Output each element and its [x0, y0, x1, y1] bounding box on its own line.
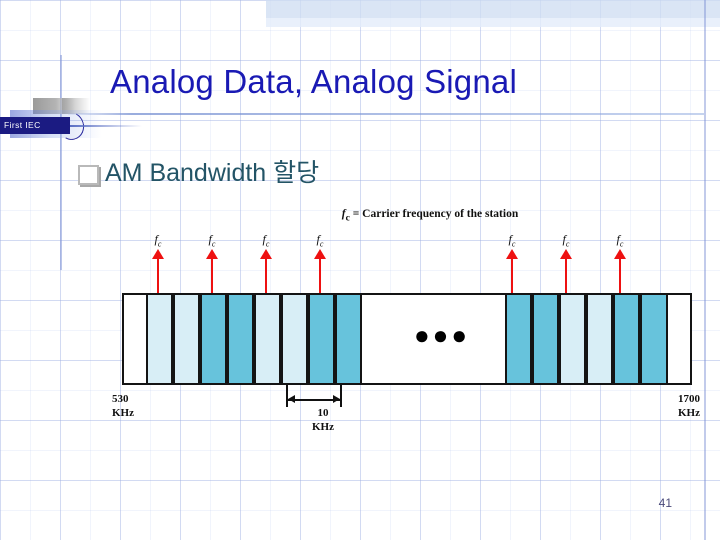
left-vertical-rule [60, 55, 62, 270]
carrier-frequency-label: fc [509, 232, 516, 248]
left-frequency-label: 530 KHz [112, 392, 182, 420]
carrier-symbol: f [616, 232, 620, 246]
frequency-band [200, 295, 227, 383]
carrier-frequency-label: fc [317, 232, 324, 248]
frequency-band [173, 295, 200, 383]
page-number: 41 [658, 496, 672, 510]
carrier-subscript: c [265, 239, 270, 249]
frequency-band [559, 295, 586, 383]
bullet-label: AM Bandwidth 할당 [105, 159, 320, 187]
right-vertical-rule [704, 0, 706, 540]
left-frequency-value: 530 [112, 393, 129, 405]
frequency-band [281, 295, 308, 383]
figure-caption: fc = Carrier frequency of the station [280, 208, 580, 223]
carrier-subscript: c [157, 239, 162, 249]
dimension-tick-right [340, 385, 342, 407]
carrier-subscript: c [619, 239, 624, 249]
frequency-band [613, 295, 640, 383]
carrier-subscript: c [511, 239, 516, 249]
carrier-frequency-label: fc [563, 232, 570, 248]
bullet-item: AM Bandwidth 할당 [78, 158, 319, 188]
carrier-arrow-icon [206, 249, 218, 295]
square-bullet-icon [78, 164, 99, 185]
carrier-subscript: c [319, 239, 324, 249]
right-frequency-unit: KHz [678, 407, 700, 419]
carrier-symbol: f [316, 232, 320, 246]
channel-width-unit: KHz [312, 421, 334, 433]
logo-horizontal-line [70, 125, 142, 127]
carrier-symbol: f [562, 232, 566, 246]
carrier-symbol: f [154, 232, 158, 246]
carrier-arrow-icon [152, 249, 164, 295]
frequency-band [146, 295, 173, 383]
carrier-frequency-label: fc [209, 232, 216, 248]
page-title: Analog Data, Analog Signal [110, 63, 518, 100]
carrier-symbol: f [262, 232, 266, 246]
dimension-tick-left [286, 385, 288, 407]
carrier-arrow-icon [314, 249, 326, 295]
carrier-arrow-icon [614, 249, 626, 295]
carrier-symbol: f [208, 232, 212, 246]
carrier-frequency-label: fc [263, 232, 270, 248]
frequency-band [335, 295, 362, 383]
logo-label: First IEC [0, 117, 70, 134]
right-frequency-label: 1700 KHz [620, 392, 700, 420]
frequency-band [532, 295, 559, 383]
frequency-band [254, 295, 281, 383]
frequency-band [505, 295, 532, 383]
top-accent-band-secondary [266, 18, 720, 27]
right-frequency-value: 1700 [678, 393, 700, 405]
am-bandwidth-diagram: fc = Carrier frequency of the station fc… [100, 200, 700, 450]
logo-cluster: First IEC [0, 96, 142, 144]
carrier-arrow-icon [506, 249, 518, 295]
caption-fc-symbol: f [341, 208, 346, 220]
spectrum-strip [122, 293, 692, 385]
carrier-arrow-icon [560, 249, 572, 295]
dimension-arrowhead-right [333, 395, 340, 403]
frequency-band [308, 295, 335, 383]
caption-fc-subscript: c [345, 212, 350, 224]
carrier-subscript: c [565, 239, 570, 249]
ellipsis-marker: ●●● [413, 320, 471, 350]
frequency-band [586, 295, 613, 383]
channel-width-value: 10 [317, 407, 329, 419]
top-accent-band [266, 0, 720, 18]
carrier-symbol: f [508, 232, 512, 246]
dimension-line [288, 399, 340, 401]
title-underline [68, 113, 704, 115]
left-frequency-unit: KHz [112, 407, 134, 419]
carrier-frequency-label: fc [617, 232, 624, 248]
caption-text: = Carrier frequency of the station [349, 208, 519, 220]
frequency-band [640, 295, 668, 383]
channel-width-label: 10 KHz [278, 406, 368, 434]
frequency-band [227, 295, 254, 383]
carrier-frequency-label: fc [155, 232, 162, 248]
carrier-subscript: c [211, 239, 216, 249]
carrier-arrow-icon [260, 249, 272, 295]
dimension-arrowhead-left [288, 395, 295, 403]
